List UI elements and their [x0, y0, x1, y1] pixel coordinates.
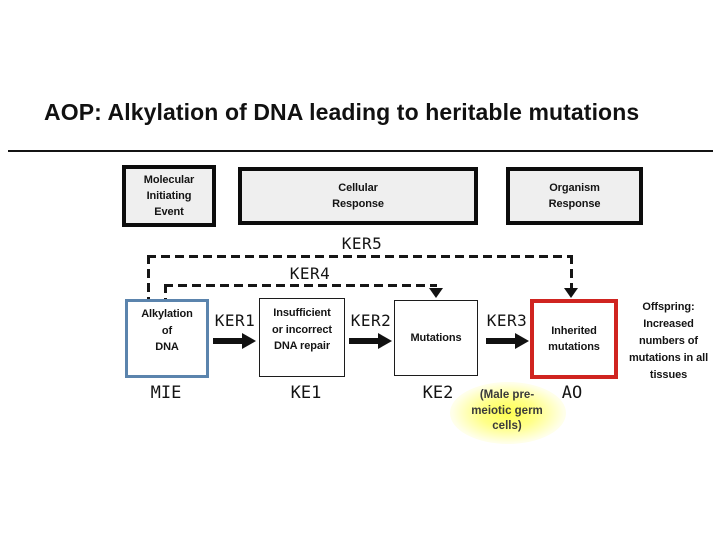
ker4-down-arrowhead-icon	[429, 288, 443, 298]
box-insufficient-dna-repair: Insufficient or incorrect DNA repair	[259, 298, 345, 377]
title-divider	[8, 150, 713, 152]
ker1-right-arrow-icon	[213, 333, 256, 349]
tag-mie: MIE	[150, 383, 182, 403]
germ-cells-note: (Male pre- meiotic germ cells)	[471, 389, 543, 432]
tag-ke1: KE1	[290, 383, 322, 403]
ker2-right-arrow-icon	[349, 333, 392, 349]
tag-ao: AO	[561, 383, 583, 403]
ker1-label: KER1	[214, 311, 256, 330]
germ-cells-highlight	[450, 382, 566, 444]
ker3-label: KER3	[486, 311, 528, 330]
stage-header-organism-response: Organism Response	[506, 167, 643, 225]
ker4-label: KER4	[289, 264, 331, 283]
ker5-label: KER5	[341, 234, 383, 253]
ker5-dashed-line	[147, 255, 573, 258]
stage-header-cellular-response: Cellular Response	[238, 167, 478, 225]
tag-ke2: KE2	[422, 383, 454, 403]
ker2-label: KER2	[350, 311, 392, 330]
ker5-down-arrowhead-icon	[564, 288, 578, 298]
stage-header-molecular-initiating-event: Molecular Initiating Event	[122, 165, 216, 227]
ker3-right-arrow-icon	[486, 333, 529, 349]
ker5-dashed-line-left-drop	[147, 255, 150, 299]
ker5-dashed-line-right-drop	[570, 255, 573, 288]
ker4-dashed-line	[164, 284, 437, 287]
box-alkylation-of-dna: Alkylation of DNA	[125, 299, 209, 378]
ker4-dashed-line-left-drop	[164, 284, 167, 299]
box-inherited-mutations: Inherited mutations	[530, 299, 618, 379]
page-title: AOP: Alkylation of DNA leading to herita…	[44, 99, 640, 125]
offspring-note: Offspring: Increased numbers of mutation…	[628, 301, 709, 381]
box-mutations: Mutations	[394, 300, 478, 376]
